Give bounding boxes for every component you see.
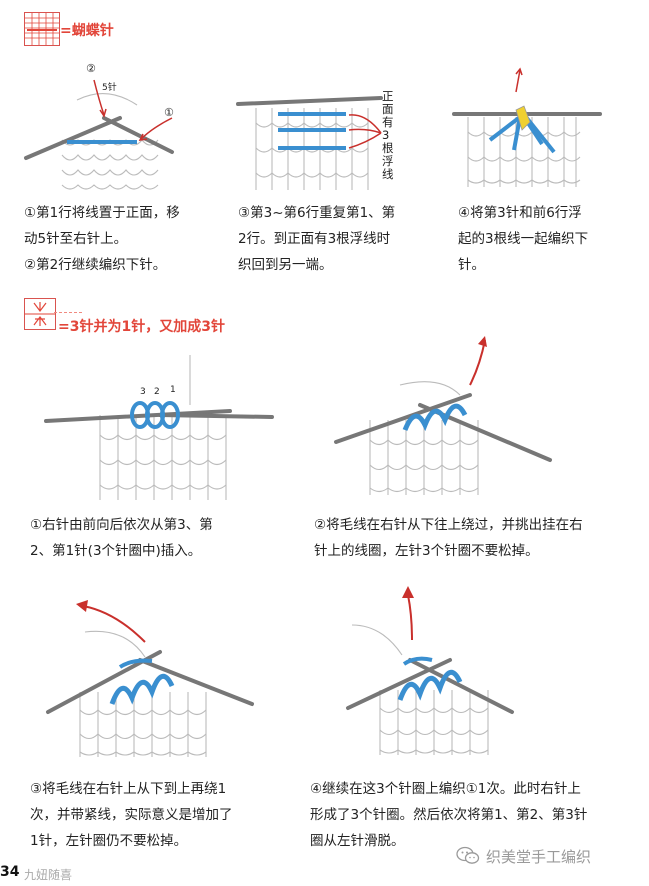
diagram-butterfly-step4	[450, 62, 610, 194]
caption-line: ③将毛线在右针上从下到上再绕1	[30, 781, 227, 797]
caption-line: 次，并带紧线，实际意义是增加了	[30, 807, 233, 823]
caption-butterfly-3: ④将第3针和前6行浮 起的3根线一起编织下 针。	[458, 200, 628, 278]
page-number: 34	[0, 864, 20, 880]
watermark-right: 织美堂手工编织	[486, 848, 592, 866]
diagram-butterfly-step2	[236, 88, 406, 198]
caption-line: ④将第3针和前6行浮	[458, 205, 582, 221]
caption-line: ①第1行将线置于正面，移	[24, 205, 180, 221]
diagram-three-together-step1: 3 2 1	[40, 345, 290, 505]
stitch-number-1: 1	[170, 385, 176, 395]
diagram-three-together-step3	[40, 592, 290, 762]
caption-three-together-1: ①右针由前向后依次从第3、第 2、第1针(3个针圈中)插入。	[30, 512, 280, 564]
section-title-three-together: =3针并为1针，又加成3针	[58, 319, 225, 335]
caption-line: 2行。到正面有3根浮线时	[238, 231, 391, 247]
caption-line: ②将毛线在右针从下往上绕过，并挑出挂在右	[314, 517, 583, 533]
caption-line: 圈从左针滑脱。	[310, 833, 405, 849]
caption-line: 织回到另一端。	[238, 257, 333, 273]
wechat-icon	[456, 846, 480, 866]
caption-three-together-4: ④继续在这3个针圈上编织①1次。此时右针上 形成了3个针圈。然后依次将第1、第2…	[310, 776, 630, 854]
watermark-left: 九妞随喜	[24, 868, 73, 882]
caption-line: 形成了3个针圈。然后依次将第1、第2、第3针	[310, 807, 588, 823]
caption-three-together-3: ③将毛线在右针上从下到上再绕1 次，并带紧线，实际意义是增加了 1针，左针圈仍不…	[30, 776, 290, 854]
stitch-number-2: 2	[154, 387, 160, 397]
section-divider	[54, 312, 82, 313]
butterfly-stitch-symbol-icon	[24, 12, 60, 46]
caption-butterfly-2: ③第3~第6行重复第1、第 2行。到正面有3根浮线时 织回到另一端。	[238, 200, 438, 278]
caption-line: 2、第1针(3个针圈中)插入。	[30, 543, 202, 559]
caption-line: 动5针至右针上。	[24, 231, 128, 247]
caption-line: ②第2行继续编织下针。	[24, 257, 167, 273]
caption-line: 1针，左针圈仍不要松掉。	[30, 833, 188, 849]
caption-line: ①右针由前向后依次从第3、第	[30, 517, 213, 533]
diagram-butterfly-step1: ② 5针 ①	[22, 60, 192, 190]
diagram-three-together-step2	[330, 330, 580, 500]
five-stitch-label: 5针	[102, 83, 117, 93]
three-together-symbol-icon	[24, 298, 56, 330]
floating-yarn-annotation: 正面有3根浮线	[382, 89, 394, 181]
caption-butterfly-1: ①第1行将线置于正面，移 动5针至右针上。 ②第2行继续编织下针。	[24, 200, 224, 278]
caption-line: 起的3根线一起编织下	[458, 231, 589, 247]
stitch-number-3: 3	[140, 387, 146, 397]
caption-line: 针上的线圈，左针3个针圈不要松掉。	[314, 543, 539, 559]
caption-line: 针。	[458, 257, 485, 273]
step-label: ②	[86, 62, 96, 75]
caption-three-together-2: ②将毛线在右针从下往上绕过，并挑出挂在右 针上的线圈，左针3个针圈不要松掉。	[314, 512, 634, 564]
section-title-butterfly-stitch: =蝴蝶针	[60, 23, 114, 39]
diagram-three-together-step4	[340, 580, 590, 760]
caption-line: ④继续在这3个针圈上编织①1次。此时右针上	[310, 781, 581, 797]
caption-line: ③第3~第6行重复第1、第	[238, 205, 396, 221]
step-one-label: ①	[164, 106, 174, 119]
